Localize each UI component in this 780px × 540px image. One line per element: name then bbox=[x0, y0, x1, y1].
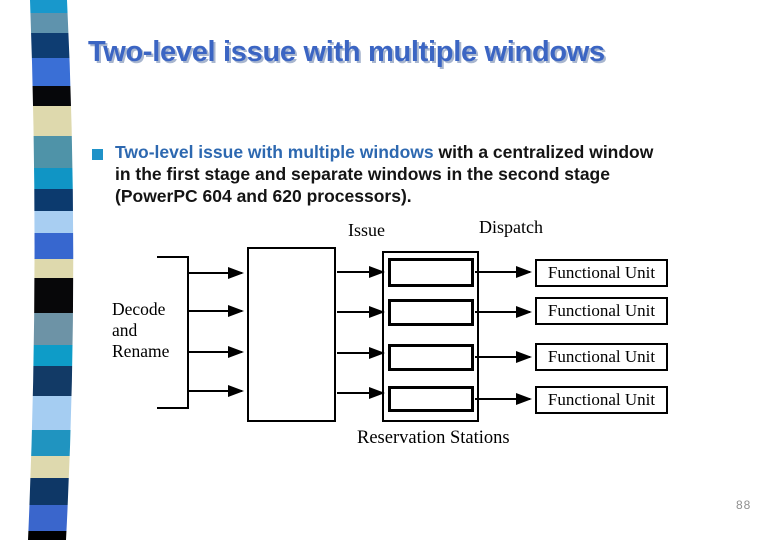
bullet-line-2: in the first stage and separate windows … bbox=[115, 164, 610, 184]
decode-rename-line: Rename bbox=[112, 341, 170, 361]
decode-rename-line: and bbox=[112, 320, 138, 340]
sidebar-segment bbox=[28, 478, 74, 505]
bullet-marker-icon bbox=[92, 149, 103, 160]
sidebar-segment bbox=[28, 456, 74, 478]
slide-title: Two-level issue with multiple windows bbox=[88, 36, 605, 68]
sidebar-segment bbox=[28, 106, 74, 136]
bullet-highlight: Two-level issue with multiple windows bbox=[115, 142, 434, 162]
decode-rename-label: Decode and Rename bbox=[112, 299, 169, 362]
sidebar-segment bbox=[28, 13, 74, 33]
issue-label: Issue bbox=[348, 220, 385, 240]
decode-rename-line: Decode bbox=[112, 299, 166, 319]
sidebar-segments bbox=[28, 0, 74, 540]
sidebar-segment bbox=[28, 168, 74, 189]
bullet-line1-rest: with a centralized window bbox=[433, 142, 654, 162]
reservation-stations-label: Reservation Stations bbox=[357, 428, 510, 448]
sidebar-segment bbox=[28, 396, 74, 430]
reservation-station-box bbox=[388, 386, 474, 412]
functional-unit-box: Functional Unit bbox=[535, 343, 668, 371]
sidebar-segment bbox=[28, 33, 74, 58]
reservation-station-box bbox=[388, 299, 474, 326]
sidebar-decoration bbox=[28, 0, 74, 540]
sidebar-segment bbox=[28, 233, 74, 259]
dispatch-label: Dispatch bbox=[479, 217, 543, 237]
centralized-window-box bbox=[247, 247, 336, 422]
sidebar-segment bbox=[28, 259, 74, 278]
sidebar-segment bbox=[28, 531, 74, 540]
sidebar-segment bbox=[28, 278, 74, 313]
sidebar-segment bbox=[28, 136, 74, 168]
page-number: 88 bbox=[736, 498, 752, 512]
sidebar-segment bbox=[28, 58, 74, 86]
bullet-line-1: Two-level issue with multiple windows wi… bbox=[115, 141, 760, 163]
bullet-line-3: (PowerPC 604 and 620 processors). bbox=[115, 186, 412, 206]
reservation-station-box bbox=[388, 258, 474, 287]
sidebar-segment bbox=[28, 430, 74, 456]
sidebar-segment bbox=[28, 313, 74, 345]
reservation-station-box bbox=[388, 344, 474, 371]
sidebar-segment bbox=[28, 505, 74, 531]
reservation-stations-container bbox=[382, 251, 479, 422]
sidebar-segment bbox=[28, 366, 74, 396]
sidebar-segment bbox=[28, 189, 74, 211]
functional-unit-box: Functional Unit bbox=[535, 297, 668, 325]
functional-unit-box: Functional Unit bbox=[535, 386, 668, 414]
bullet-text: Two-level issue with multiple windows wi… bbox=[115, 141, 760, 207]
functional-unit-box: Functional Unit bbox=[535, 259, 668, 287]
sidebar-segment bbox=[28, 0, 74, 13]
sidebar-segment bbox=[28, 345, 74, 366]
sidebar-segment bbox=[28, 86, 74, 106]
sidebar-segment bbox=[28, 211, 74, 233]
